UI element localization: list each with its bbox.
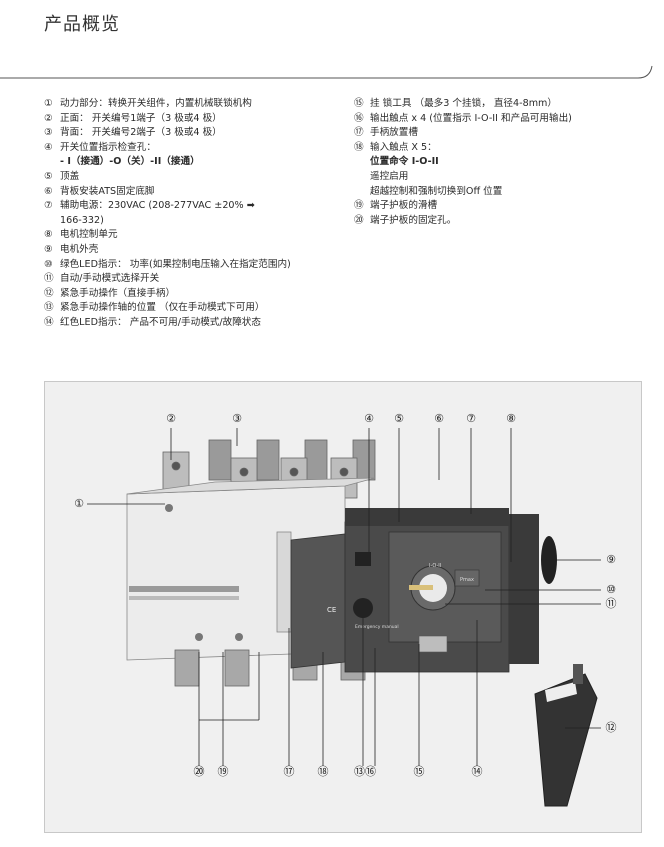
callout-13-16: ⑬⑯ — [354, 765, 376, 778]
ce-mark: CE — [327, 606, 336, 614]
callout-19: ⑲ — [217, 765, 229, 778]
callout-11: ⑪ — [605, 597, 617, 610]
switch-illustration: Pmax I-O-II CE Emergency manual — [87, 428, 601, 807]
callout-17: ⑰ — [283, 765, 295, 778]
side-text: Emergency manual — [355, 624, 399, 630]
callout-14: ⑭ — [471, 765, 483, 778]
list-item-continuation: 遥控启用 — [370, 170, 409, 182]
list-item-continuation: - I（接通）-O（关）-II（接通） — [60, 156, 200, 168]
header-divider — [0, 65, 653, 79]
callout-2: ② — [166, 412, 176, 425]
callout-12: ⑫ — [605, 721, 617, 734]
callout-9: ⑨ — [606, 553, 616, 566]
motor-control-unit: Pmax I-O-II CE Emergency manual — [290, 508, 557, 673]
leader-lines — [87, 428, 601, 766]
callout-18: ⑱ — [317, 765, 329, 778]
emergency-handle — [534, 664, 598, 807]
callout-6: ⑥ — [434, 412, 444, 425]
lcd-text: Pmax — [460, 577, 474, 583]
callout-15: ⑮ — [413, 765, 425, 778]
page-title: 产品概览 — [44, 14, 120, 35]
product-figure: Pmax I-O-II CE Emergency manual — [44, 381, 642, 833]
callout-1: ① — [74, 497, 84, 510]
handle-slot — [276, 531, 292, 633]
callout-4: ④ — [364, 412, 374, 425]
list-item-continuation: 位置命令 I-O-II — [370, 156, 439, 168]
callout-7: ⑦ — [466, 412, 476, 425]
callout-8: ⑧ — [506, 412, 516, 425]
callout-5: ⑤ — [394, 412, 404, 425]
callout-3: ③ — [232, 412, 242, 425]
callout-20: ⑳ — [193, 765, 205, 778]
callout-10: ⑩ — [606, 583, 616, 596]
list-item-continuation: 超越控制和强制切换到Off 位置 — [370, 185, 503, 197]
list-item-continuation: 166-332) — [60, 214, 104, 226]
dial-label: I-O-II — [429, 563, 441, 569]
